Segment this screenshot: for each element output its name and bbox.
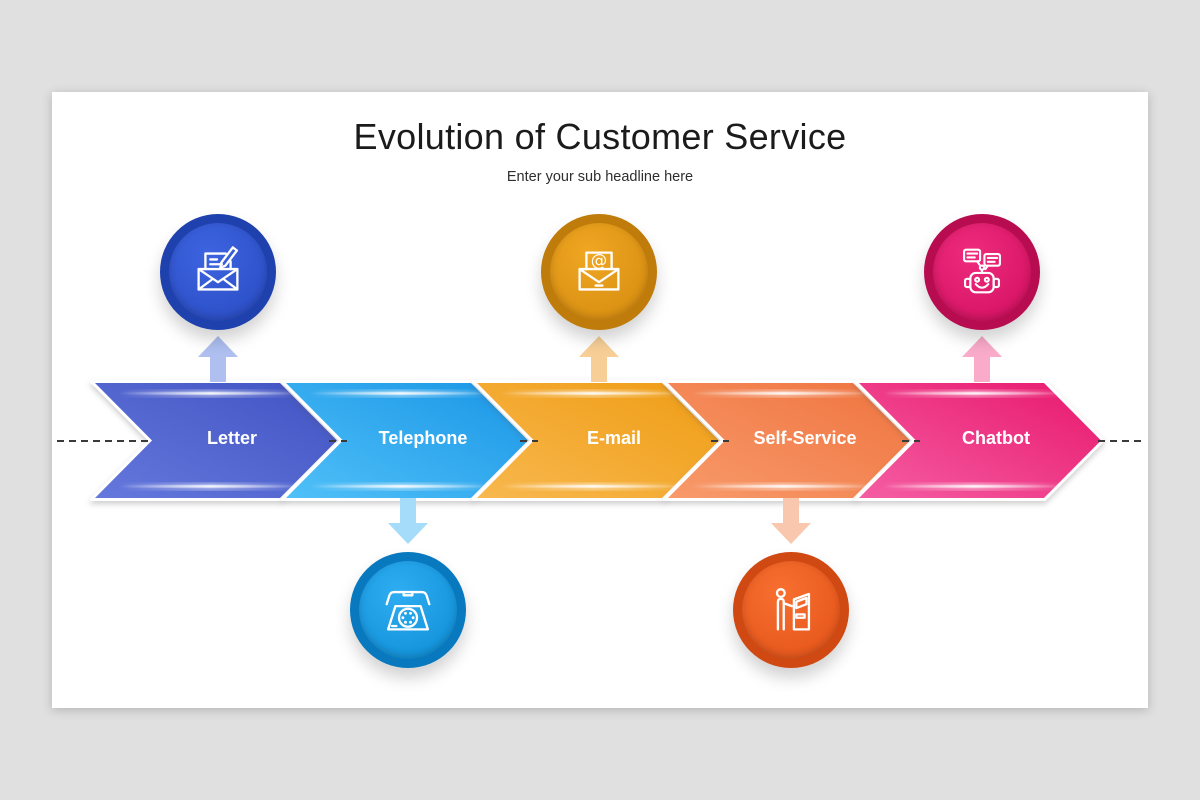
chevron-label-letter: Letter [206, 428, 257, 448]
chevron-letter [90, 380, 342, 501]
chevron-telephone [281, 380, 533, 501]
chevron-label-email: E-mail [586, 428, 642, 448]
down-arrow-connector [771, 498, 811, 544]
circle-chatbot [924, 214, 1040, 330]
rotary-phone-icon [385, 590, 431, 631]
svg-text:@: @ [591, 251, 607, 270]
gloss-highlight [500, 390, 685, 490]
up-arrow-connector [198, 336, 238, 382]
gloss-highlight [118, 390, 303, 490]
page-subtitle: Enter your sub headline here [506, 169, 694, 185]
chevron-chatbot [854, 380, 1106, 501]
circle-letter [160, 214, 276, 330]
gloss-highlight [309, 390, 494, 490]
chevron-email [472, 380, 724, 501]
slide: Evolution of Customer Service Enter your… [52, 92, 1148, 708]
down-arrow-connector [388, 498, 428, 544]
circle-self-service [733, 552, 849, 668]
circle-telephone [350, 552, 466, 668]
letter-writing-icon [197, 246, 239, 291]
self-service-kiosk-icon [775, 588, 811, 631]
chevron-label-telephone: Telephone [378, 428, 468, 448]
chevron-label-chatbot: Chatbot [962, 428, 1030, 448]
chatbot-robot-icon [963, 248, 1001, 294]
gloss-highlight [882, 390, 1067, 490]
gloss-highlight [691, 390, 876, 490]
chevron-self-service [663, 380, 915, 501]
email-at-icon: @ [578, 251, 620, 291]
circle-email: @ [541, 214, 657, 330]
chevron-label-self-service: Self-Service [753, 428, 857, 448]
up-arrow-connector [962, 336, 1002, 382]
up-arrow-connector [579, 336, 619, 382]
page-title: Evolution of Customer Service [353, 116, 847, 157]
